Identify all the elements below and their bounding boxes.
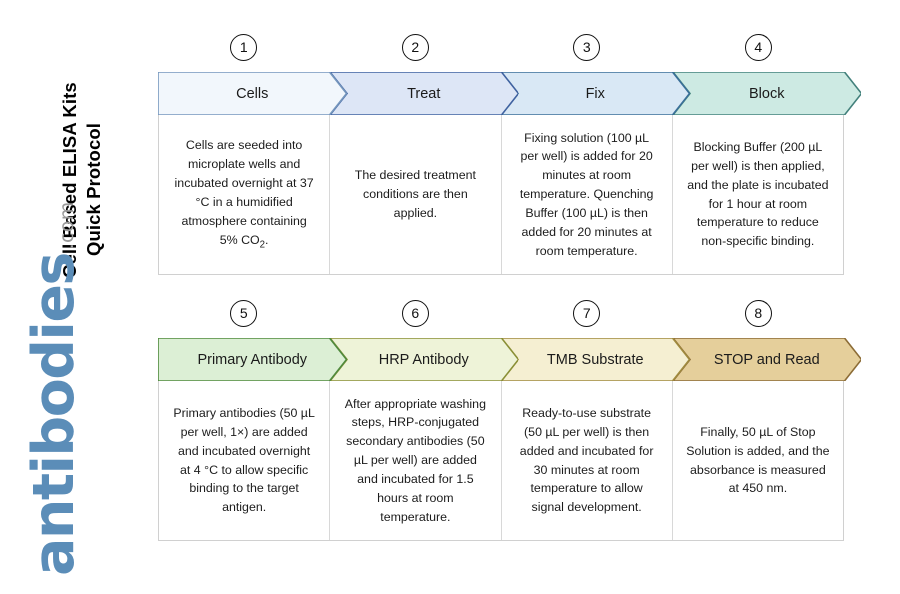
protocol-row-1: 1 2 3 4 Cells Treat Fix Block Cells are seeded… xyxy=(158,32,861,275)
step-number-7: 7 xyxy=(573,300,601,327)
step-label-7: TMB Substrate xyxy=(546,351,644,368)
step-description-5: Primary antibodies (50 µL per well, 1×) … xyxy=(173,405,315,515)
step-description-cell-6: After appropriate washing steps, HRP-con… xyxy=(330,381,502,540)
step-description-cell-2: The desired treatment conditions are the… xyxy=(330,115,502,274)
step-label-3: Fix xyxy=(585,85,605,102)
chevron-band-1: Cells Treat Fix Block xyxy=(158,72,861,115)
chevron-shape-8 xyxy=(672,338,861,381)
step-description-8: Finally, 50 µL of Stop Solution is added… xyxy=(686,424,830,496)
step-number-2: 2 xyxy=(401,34,429,61)
step-number-4: 4 xyxy=(744,34,772,61)
step-chevron-3[interactable]: Fix xyxy=(501,72,690,115)
step-description-band-1: Cells are seeded into microplate wells a… xyxy=(158,115,844,275)
step-description-cell-4: Blocking Buffer (200 µL per well) is the… xyxy=(673,115,843,274)
step-label-5: Primary Antibody xyxy=(197,351,308,368)
step-description-7: Ready-to-use substrate (50 µL per well) … xyxy=(519,405,654,515)
chevron-shape-3 xyxy=(501,72,690,115)
step-chevron-2[interactable]: Treat xyxy=(329,72,518,115)
chevron-shape-4 xyxy=(672,72,861,115)
step-description-cell-5: Primary antibodies (50 µL per well, 1×) … xyxy=(159,381,331,540)
step-label-1: Cells xyxy=(236,85,269,102)
brand-logo-tld: .com xyxy=(56,201,78,250)
brand-logo-name: antibodies xyxy=(21,253,87,576)
step-number-3: 3 xyxy=(573,34,601,61)
step-label-8: STOP and Read xyxy=(713,351,820,368)
chevron-band-2: Primary Antibody HRP Antibody TMB Substrat… xyxy=(158,338,861,381)
step-chevron-7[interactable]: TMB Substrate xyxy=(501,338,690,381)
step-chevron-6[interactable]: HRP Antibody xyxy=(329,338,518,381)
step-chevron-4[interactable]: Block xyxy=(672,72,861,115)
chevron-shape-7 xyxy=(501,338,690,381)
step-description-cell-1: Cells are seeded into microplate wells a… xyxy=(159,115,331,274)
step-number-8: 8 xyxy=(744,300,772,327)
step-description-2: The desired treatment conditions are the… xyxy=(354,168,476,220)
step-description-6: After appropriate washing steps, HRP-con… xyxy=(344,396,486,524)
chevron-shape-5 xyxy=(158,338,347,381)
step-description-3: Fixing solution (100 µL per well) is add… xyxy=(519,130,654,258)
step-label-4: Block xyxy=(749,85,785,102)
brand-logo: antibodies .com xyxy=(21,201,106,576)
step-description-cell-7: Ready-to-use substrate (50 µL per well) … xyxy=(502,381,673,540)
step-label-2: Treat xyxy=(407,85,441,102)
step-chevron-8[interactable]: STOP and Read xyxy=(672,338,861,381)
step-chevron-5[interactable]: Primary Antibody xyxy=(158,338,347,381)
step-description-1: Cells are seeded into microplate wells a… xyxy=(174,138,314,250)
chevron-shape-6 xyxy=(329,338,518,381)
chevron-shape-1 xyxy=(158,72,347,115)
step-number-band-2: 5 6 7 8 xyxy=(158,298,844,338)
step-description-band-2: Primary antibodies (50 µL per well, 1×) … xyxy=(158,381,844,541)
protocol-row-2: 5 6 7 8 Primary Antibody HRP Antibody TMB Sub… xyxy=(158,298,861,541)
chevron-shape-2 xyxy=(329,72,518,115)
step-number-1: 1 xyxy=(230,34,258,61)
step-chevron-1[interactable]: Cells xyxy=(158,72,347,115)
step-description-cell-3: Fixing solution (100 µL per well) is add… xyxy=(502,115,673,274)
step-description-4: Blocking Buffer (200 µL per well) is the… xyxy=(687,139,829,249)
step-description-cell-8: Finally, 50 µL of Stop Solution is added… xyxy=(673,381,843,540)
step-label-6: HRP Antibody xyxy=(378,351,469,368)
step-number-band-1: 1 2 3 4 xyxy=(158,32,844,72)
step-number-6: 6 xyxy=(401,300,429,327)
step-number-5: 5 xyxy=(230,300,258,327)
